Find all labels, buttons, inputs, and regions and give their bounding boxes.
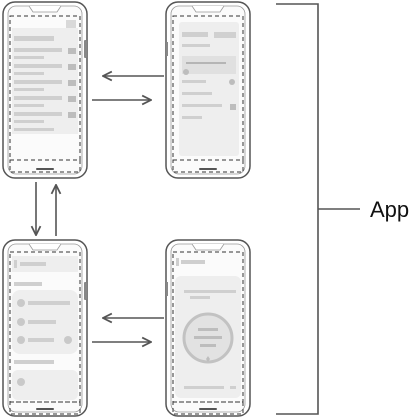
flow-arrows — [36, 76, 164, 342]
app-bracket — [276, 3, 360, 415]
app-label: App — [370, 197, 409, 222]
cards-screen-phone — [2, 239, 88, 417]
list-screen-phone — [2, 1, 88, 179]
settings-screen-phone — [165, 1, 251, 179]
dial-screen-phone — [165, 239, 251, 417]
